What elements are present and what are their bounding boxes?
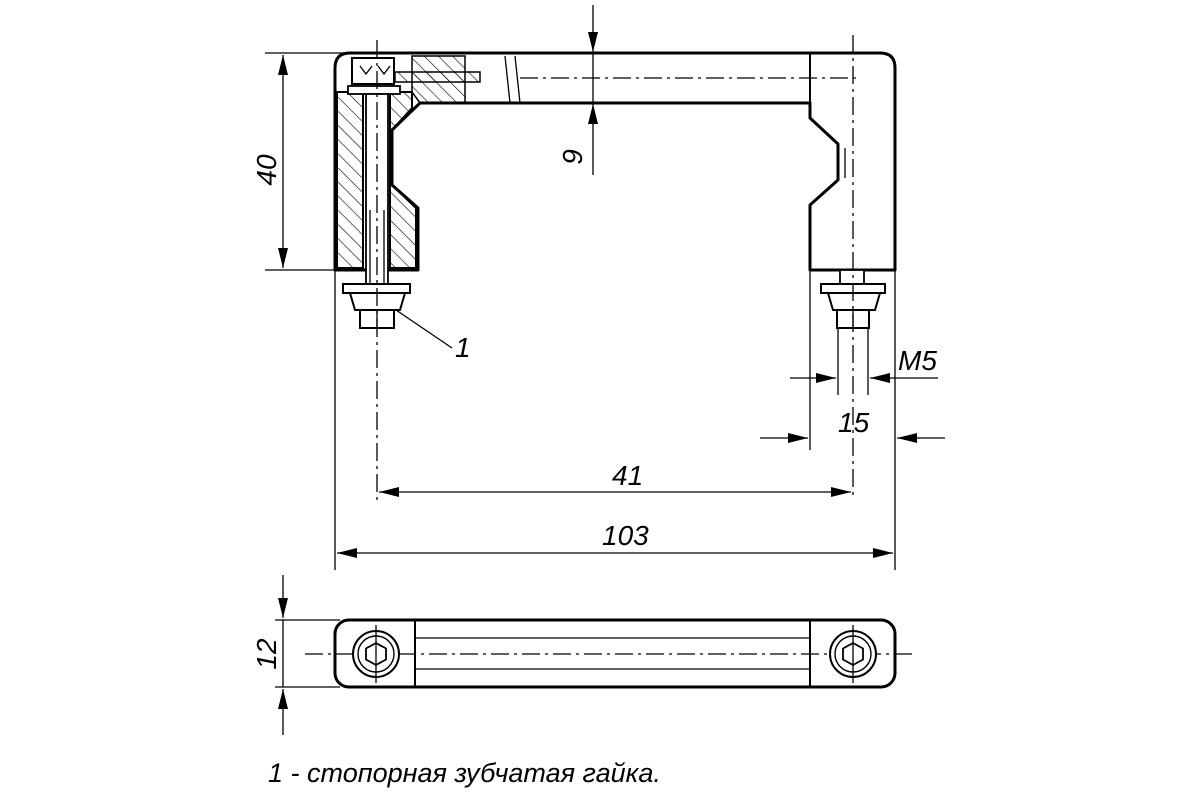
callout-item-1: 1 — [395, 309, 471, 363]
dim-thread-label: M5 — [898, 345, 937, 376]
dimension-height: 40 — [251, 52, 345, 271]
screw-head-detail — [359, 65, 391, 76]
dimension-wall: 9 — [557, 5, 598, 175]
dim-hole-spacing-label: 41 — [612, 460, 643, 491]
front-view — [333, 35, 897, 570]
screw-head — [351, 57, 395, 85]
left-section-hatch-inner — [389, 91, 417, 269]
top-view — [305, 618, 912, 689]
broken-edge — [514, 55, 521, 104]
broken-edge-2 — [504, 55, 511, 104]
dim-height-label: 40 — [251, 154, 282, 186]
dimension-hole-spacing: 41 — [379, 460, 851, 497]
callout-item-1-label: 1 — [455, 332, 471, 363]
dim-boss-width-label: 15 — [838, 407, 870, 438]
dim-overall-length-label: 103 — [602, 520, 649, 551]
dimension-boss-width: 15 — [760, 407, 945, 443]
dim-wall-label: 9 — [557, 149, 588, 165]
dimension-overall-length: 103 — [337, 520, 893, 558]
left-section-hatch — [336, 91, 364, 269]
washer-top — [347, 85, 401, 95]
top-cap-hatch — [411, 55, 466, 104]
dim-profile-height-label: 12 — [251, 638, 282, 670]
dimension-profile-height: 12 — [251, 575, 340, 735]
legend-caption: 1 - стопорная зубчатая гайка. — [268, 758, 661, 788]
dimension-thread: M5 — [790, 345, 938, 383]
